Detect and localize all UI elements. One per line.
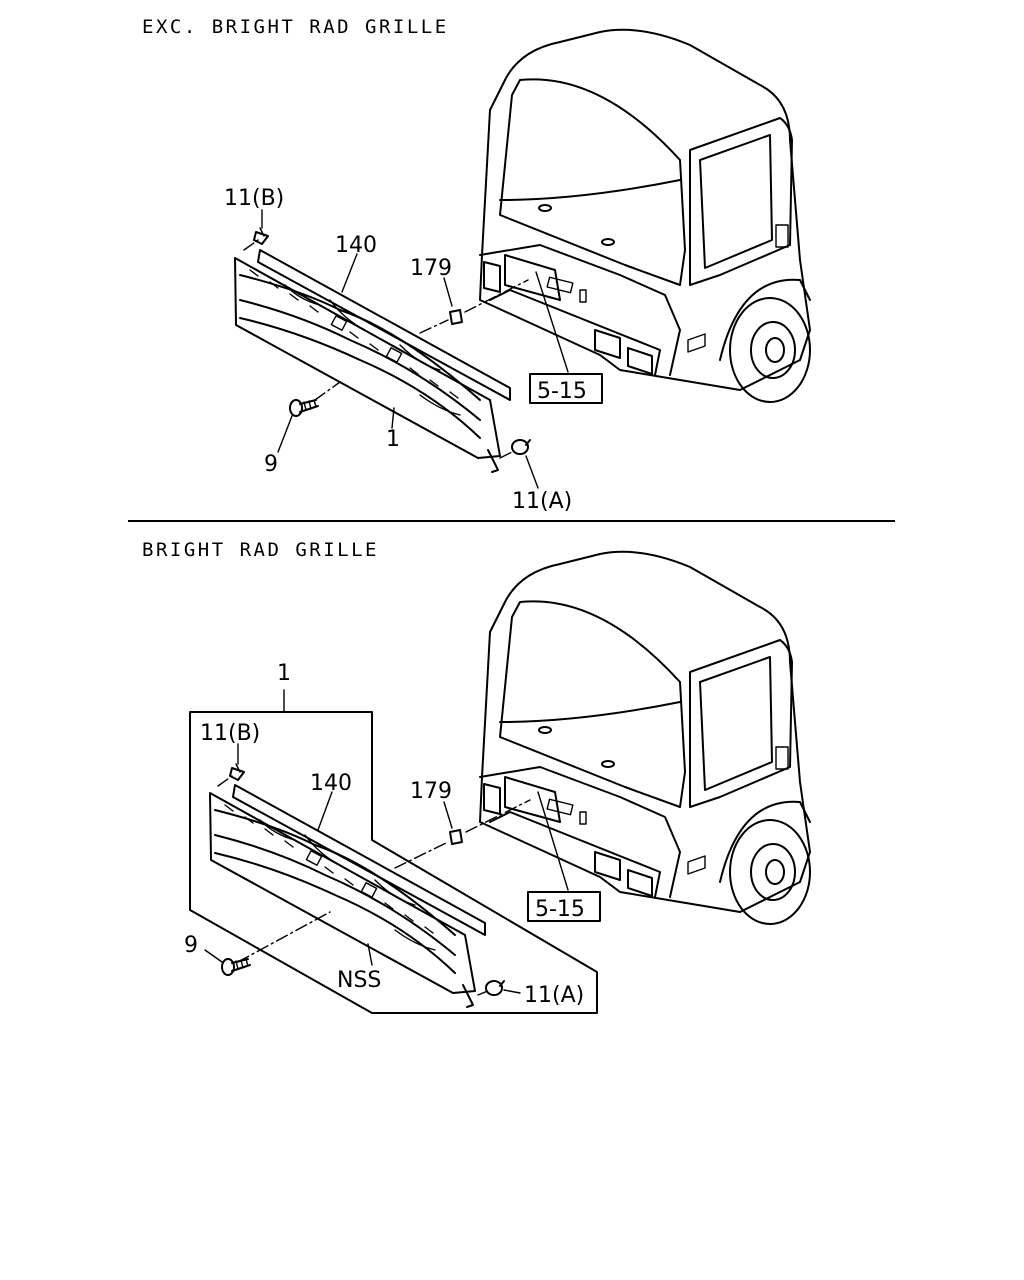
callout-grille-bar: 140 bbox=[310, 771, 352, 796]
nut-part bbox=[449, 309, 463, 325]
callout-grille-bar: 140 bbox=[335, 233, 377, 258]
callout-ref-box: 5-15 bbox=[537, 379, 587, 404]
ref-box bbox=[529, 373, 603, 404]
callout-nut: 179 bbox=[410, 779, 452, 804]
section-bright-rad-grille: BRIGHT RAD GRILLE bbox=[142, 539, 811, 1014]
callout-nss: NSS bbox=[337, 968, 381, 993]
truck-cab-illustration bbox=[479, 550, 811, 925]
truck-cab-illustration bbox=[479, 28, 811, 404]
callout-clip-b: 11(B) bbox=[224, 186, 284, 211]
nut-part bbox=[449, 829, 463, 845]
ref-box bbox=[527, 891, 601, 922]
assembly-bracket bbox=[189, 711, 598, 1014]
callout-clip-a: 11(A) bbox=[512, 489, 572, 514]
clip-b-part bbox=[253, 227, 269, 245]
section-title: BRIGHT RAD GRILLE bbox=[142, 539, 379, 561]
callout-nut: 179 bbox=[410, 256, 452, 281]
section-title: EXC. BRIGHT RAD GRILLE bbox=[142, 16, 449, 38]
radiator-grille-illustration bbox=[234, 249, 511, 473]
section-exc-bright-rad-grille: EXC. BRIGHT RAD GRILLE 11(B) bbox=[142, 16, 811, 514]
callout-assembly: 1 bbox=[277, 661, 291, 686]
callout-clip-a: 11(A) bbox=[524, 983, 584, 1008]
clip-a-part bbox=[485, 980, 505, 996]
callout-screw: 9 bbox=[264, 452, 278, 477]
callout-ref-box: 5-15 bbox=[535, 897, 585, 922]
callout-grille: 1 bbox=[386, 427, 400, 452]
clip-b-part bbox=[229, 763, 245, 781]
screw-part bbox=[221, 958, 251, 976]
clip-a-part bbox=[511, 439, 531, 455]
callout-clip-b: 11(B) bbox=[200, 721, 260, 746]
callout-screw: 9 bbox=[184, 933, 198, 958]
screw-part bbox=[289, 399, 319, 417]
